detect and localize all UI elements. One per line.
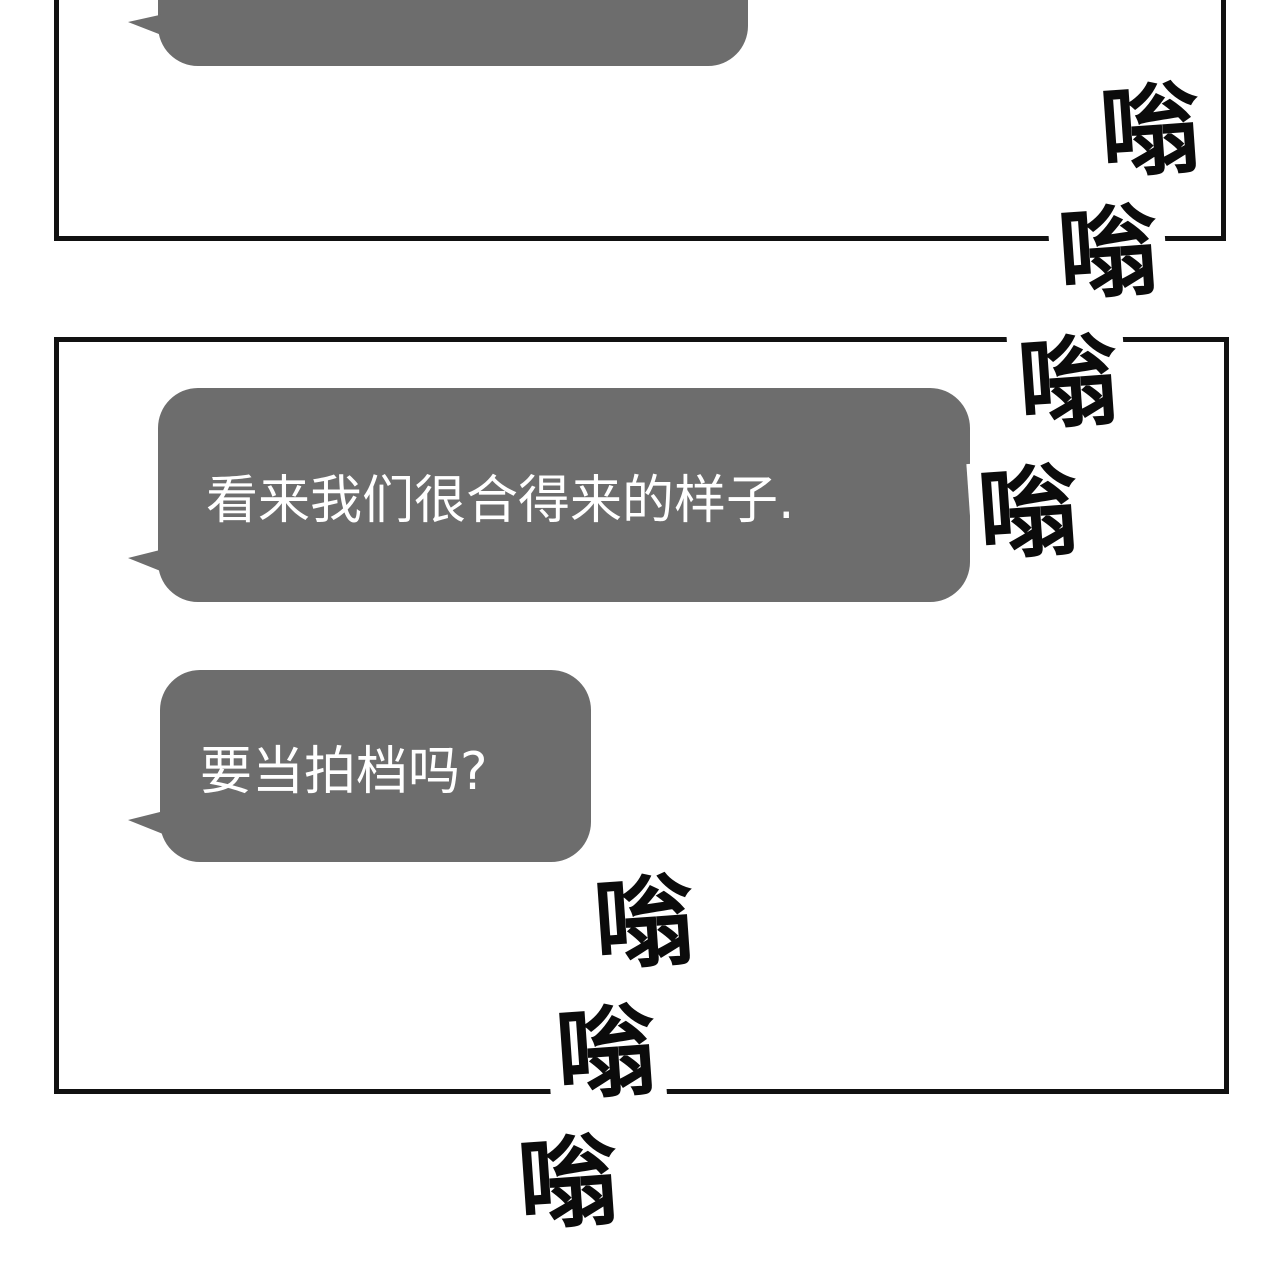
sfx-buzz-1: 嗡	[1088, 70, 1212, 193]
sfx-buzz-5: 嗡	[582, 862, 706, 985]
sfx-buzz-4: 嗡	[966, 452, 1090, 575]
sfx-buzz-6: 嗡	[544, 992, 668, 1115]
sfx-buzz-7: 嗡	[506, 1122, 630, 1245]
sfx-buzz-2: 嗡	[1046, 192, 1170, 315]
previous-chat-bubble-tail	[128, 14, 164, 36]
chat-bubble-2-text: 要当拍档吗?	[200, 741, 488, 802]
sfx-buzz-3: 嗡	[1006, 322, 1130, 445]
chat-bubble-1-tail	[128, 548, 168, 574]
previous-chat-bubble	[158, 0, 748, 66]
chat-bubble-2-tail	[128, 810, 168, 836]
chat-bubble-2: 要当拍档吗?	[160, 670, 591, 862]
chat-bubble-1-text: 看来我们很合得来的样子.	[206, 470, 795, 531]
chat-bubble-1: 看来我们很合得来的样子.	[158, 388, 970, 602]
